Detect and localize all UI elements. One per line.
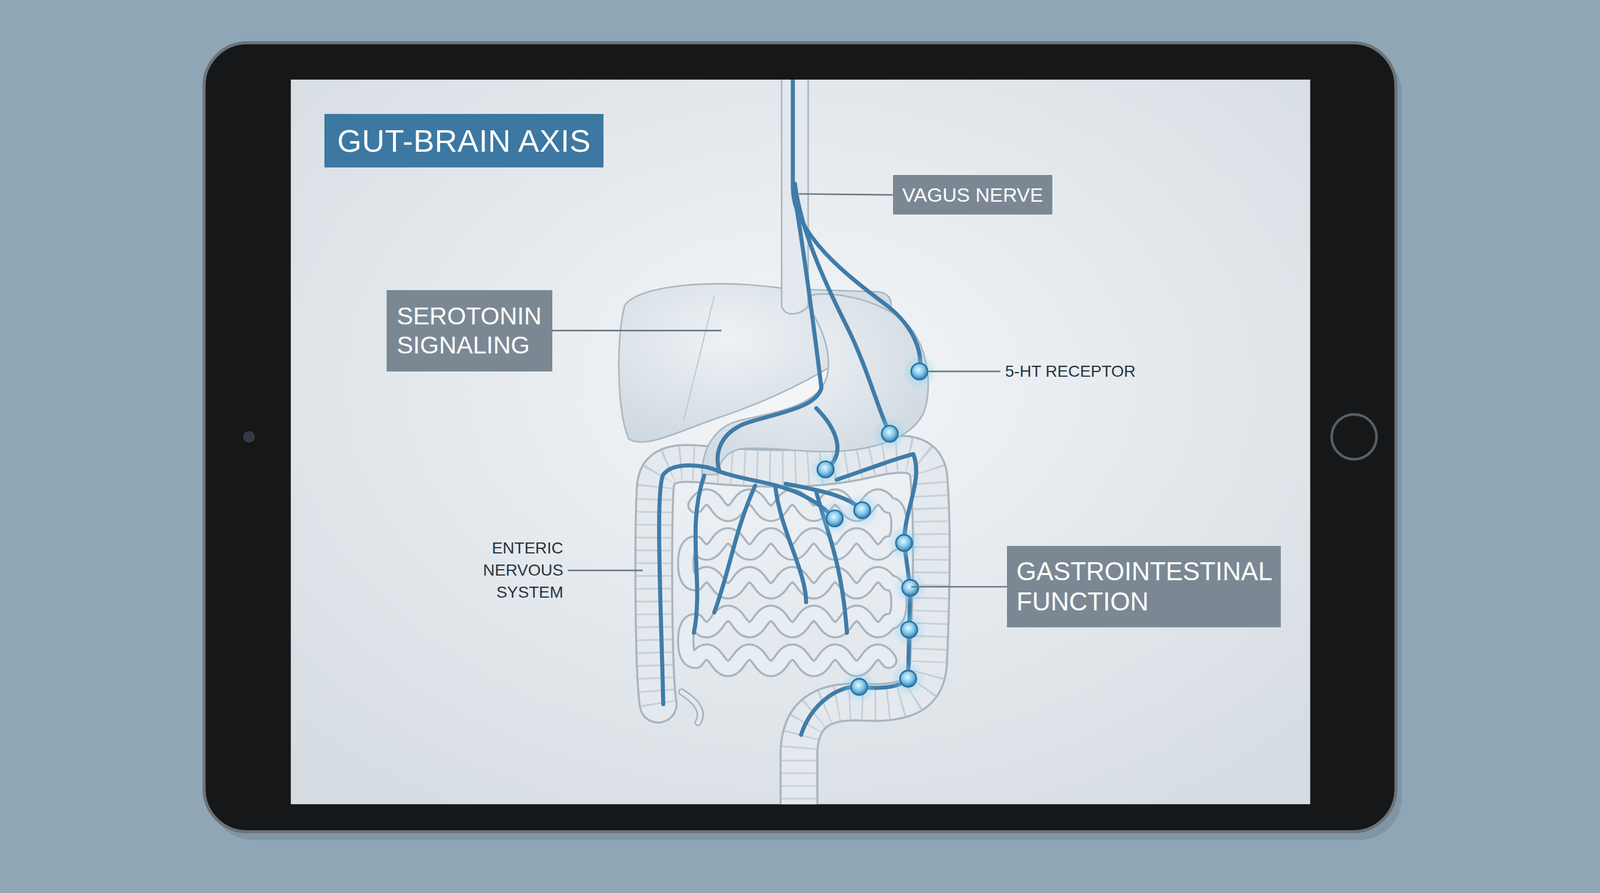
leader-line (928, 370, 1001, 373)
colon-fill (654, 454, 932, 805)
organs (618, 79, 937, 805)
receptor-glow (844, 493, 880, 528)
receptor-dot (854, 502, 871, 519)
liver-fissure (683, 295, 715, 421)
title-box: GUT-BRAIN AXIS (324, 113, 604, 168)
receptor-dot (895, 534, 913, 552)
stomach (702, 294, 929, 475)
box-text: SEROTONIN SIGNALING (397, 301, 542, 360)
box-text: GASTROINTESTINAL FUNCTION (1016, 556, 1271, 617)
receptor-glow (891, 612, 927, 648)
leader-line (568, 569, 644, 572)
receptor-dot (902, 579, 919, 596)
receptor-dot (900, 670, 917, 687)
nerve-branch (775, 487, 807, 603)
nerve-network (659, 79, 921, 735)
label-text: 5-HT RECEPTOR (1005, 361, 1137, 382)
receptor-dot (851, 678, 868, 695)
nerve-branch (717, 204, 822, 472)
label-text: ENTERIC NERVOUS SYSTEM (483, 537, 564, 604)
nerve-branch (693, 475, 705, 633)
nerve-branch (794, 183, 890, 434)
colon-outline (654, 454, 932, 805)
receptor-glow (890, 661, 926, 697)
callout-label: 5-HT RECEPTOR (1005, 361, 1137, 382)
receptor-glow (872, 416, 908, 452)
receptor-glow (886, 525, 922, 561)
appendix (681, 691, 700, 723)
nerve-branch (714, 486, 756, 613)
appendix-fill (681, 691, 700, 723)
callout-box: GASTROINTESTINAL FUNCTION (1006, 545, 1281, 628)
receptor-dot (881, 425, 898, 442)
callout-box: SEROTONIN SIGNALING (386, 290, 553, 372)
nerve-branch (659, 465, 720, 705)
box-text: VAGUS NERVE (902, 183, 1044, 207)
receptor-dot (911, 363, 928, 380)
receptor-dot (817, 461, 834, 478)
tablet-home-button (1331, 414, 1377, 460)
callout-label: ENTERIC NERVOUS SYSTEM (483, 537, 564, 604)
leader-line (798, 193, 893, 195)
leader-line (552, 329, 722, 332)
receptor-glow (808, 452, 844, 488)
receptor-dot (826, 510, 844, 527)
tablet-shadow (210, 51, 1403, 841)
receptor-dots (808, 354, 937, 705)
leader-line (911, 586, 1007, 588)
colon-haustra (654, 454, 932, 805)
receptor-glow (893, 570, 928, 606)
receptor-glow (841, 669, 877, 705)
receptor-dot (901, 621, 918, 638)
callout-box: VAGUS NERVE (893, 175, 1053, 215)
tablet-camera (243, 431, 255, 443)
title-text: GUT-BRAIN AXIS (337, 123, 591, 159)
tablet-body (204, 43, 1396, 832)
